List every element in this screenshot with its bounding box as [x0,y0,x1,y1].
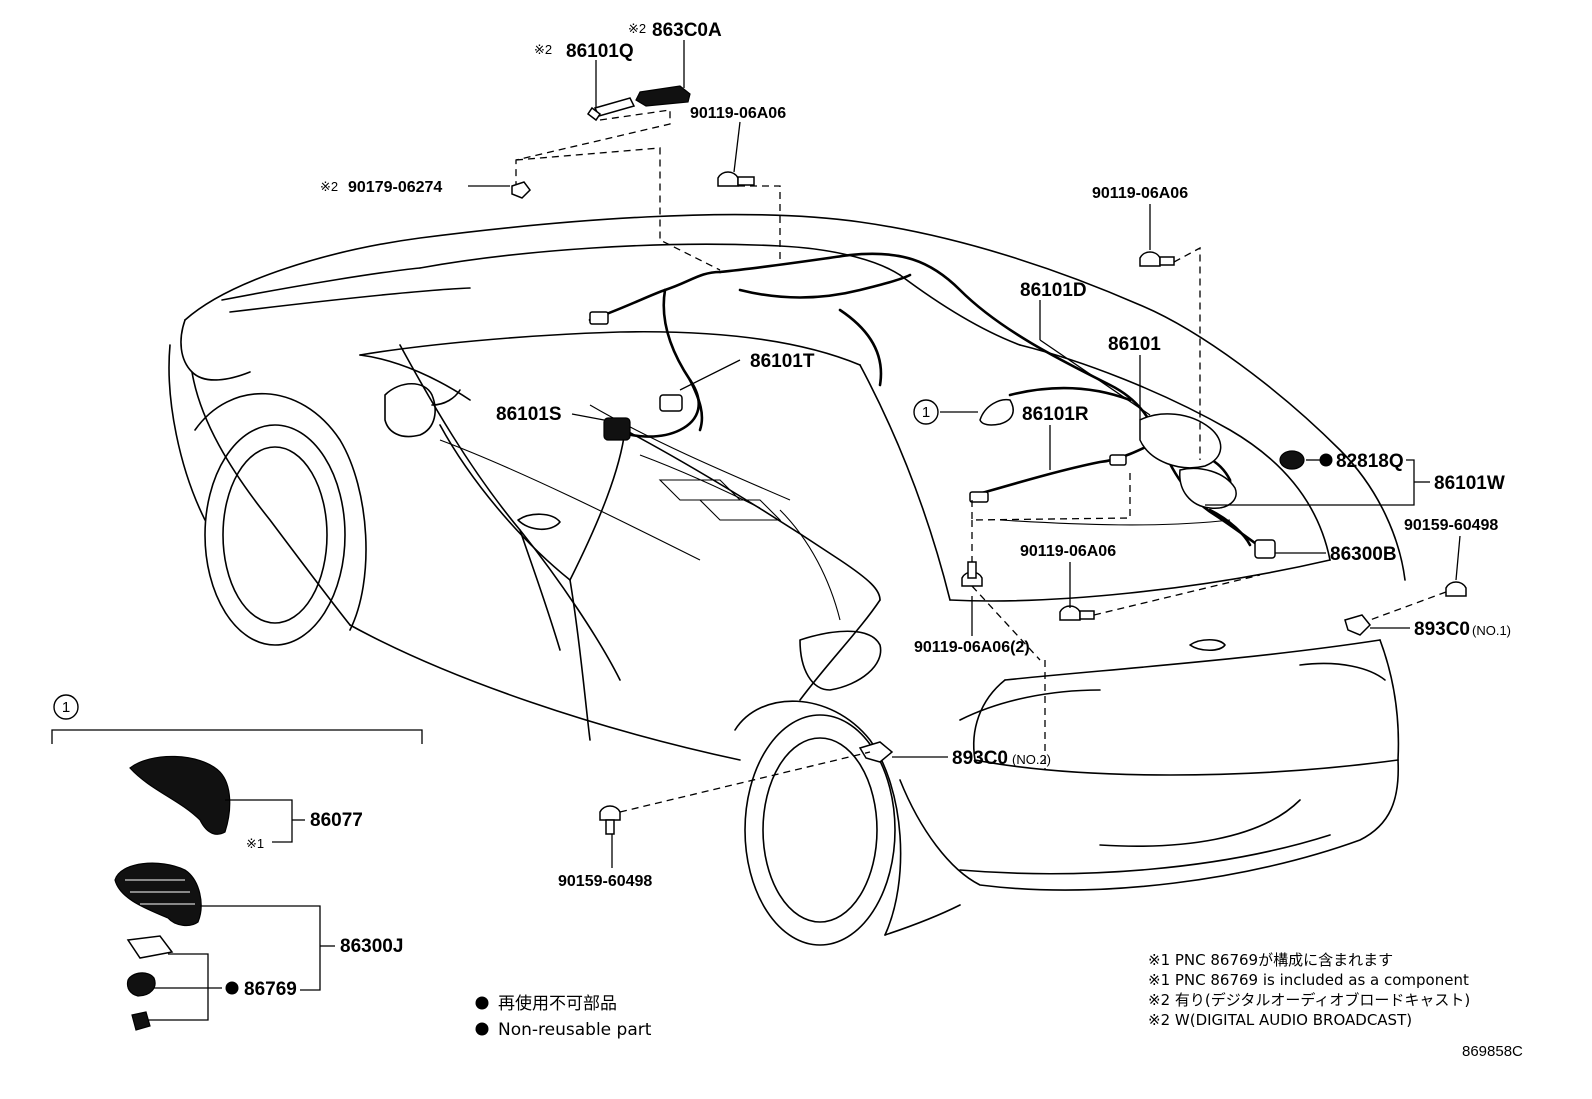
label-86077: 86077 [310,810,363,831]
bracket-893c0-no1 [1344,614,1372,636]
bracket-893c0-no2 [858,741,894,763]
label-90179: 90179-06274 [348,179,442,196]
bolt-top-shank [737,176,755,186]
label-893c0-no1: 893C0 [1414,619,1470,640]
bolt-top [717,171,739,187]
bolt-2-shank [967,561,977,579]
antenna-base-86300j [114,862,202,927]
label-893c0-no2-suffix: (NO.2) [1012,752,1051,767]
label-82818q: 82818Q [1336,451,1404,472]
mark2-86101q: ※2 [534,42,552,57]
label-893c0-no2: 893C0 [952,748,1008,769]
note-1-jp: ※1 PNC 86769が構成に含まれます [1148,951,1393,969]
note-2-en: ※2 W(DIGITAL AUDIO BROADCAST) [1148,1011,1412,1029]
circled-1-detail-text: 1 [62,699,70,716]
label-bolt-2: 90119-06A06(2) [914,639,1030,656]
nonreusable-mark-82818q [1319,453,1333,467]
label-86101t: 86101T [750,351,815,372]
label-86300b: 86300B [1330,544,1397,565]
label-86101: 86101 [1108,334,1161,355]
note-2-jp: ※2 有り(デジタルオーディオブロードキャスト) [1148,991,1470,1009]
footnotes: ※1 PNC 86769が構成に含まれます ※1 PNC 86769 is in… [1148,951,1470,1029]
clip [589,311,609,325]
label-bolt-mid: 90119-06A06 [1020,543,1116,560]
harness-bundle [1139,413,1222,469]
label-86101s: 86101S [496,404,562,425]
label-86101w: 86101W [1434,473,1505,494]
part-863c0a [635,85,691,107]
label-bolt-right: 90119-06A06 [1092,185,1188,202]
mark2-863c0a: ※2 [628,21,646,36]
circled-1-callout-text: 1 [922,404,930,421]
harness-connectors [589,311,1276,559]
connector-86101s [603,417,631,441]
circled-1-callout [913,399,939,425]
antenna-cover-86077 [129,755,231,835]
nonreusable-mark [225,981,239,995]
antenna-wire-harness [588,252,1267,552]
legend-dot-jp [475,996,489,1010]
screw-86101q [593,97,636,117]
roof-antenna-on-car [979,398,1014,426]
leader-lines [468,40,1461,868]
label-90159-right: 90159-60498 [1404,517,1498,534]
label-90159-bottom: 90159-60498 [558,873,652,890]
amplifier-86300b-bracket [1254,539,1276,559]
bolt-90159-bottom-shank [605,819,615,835]
detail-1-section: 1 [51,694,423,1031]
harness-bundle [1179,467,1237,509]
gasket [126,935,174,959]
nut-86769 [126,972,156,997]
label-bolt-top: 90119-06A06 [690,105,786,122]
label-863c0a: 863C0A [652,20,722,41]
circled-1-detail [53,694,79,720]
mark2-90179: ※2 [320,179,338,194]
legend-en: Non-reusable part [498,1020,652,1040]
illustration-id: 869858C [1462,1043,1523,1060]
bolt-right-shank [1159,256,1175,266]
bolt-90159-bottom [599,805,621,821]
bolt-mid [1059,605,1081,621]
legend: 再使用不可部品 Non-reusable part [475,993,652,1040]
legend-dot-en [475,1022,489,1036]
label-86300j: 86300J [340,936,403,957]
label-86769: 86769 [244,979,297,1000]
screw-head [586,106,602,122]
car-outline [168,213,1406,946]
bolt-90159-right [1445,581,1467,597]
connector-86101t [659,394,683,412]
bolt-mid-shank [1079,610,1095,620]
label-86101d: 86101D [1020,280,1087,301]
legend-jp: 再使用不可部品 [498,993,617,1014]
fasteners [511,85,1467,835]
clip [1109,454,1127,466]
screw-86769 [131,1011,151,1031]
clip [969,491,989,503]
dashed-leaders [515,109,1447,813]
mark1-86077: ※1 [246,836,264,851]
bolt-right [1139,251,1161,267]
label-86101q: 86101Q [566,41,634,62]
nut-90179 [511,181,531,199]
note-1-en: ※1 PNC 86769 is included as a component [1148,971,1469,989]
label-893c0-no1-suffix: (NO.1) [1472,623,1511,638]
label-86101r: 86101R [1022,404,1089,425]
part-labels: ※2 863C0A ※2 86101Q 90119-06A06 ※2 90179… [244,20,1511,1000]
grommet-82818q [1279,450,1305,470]
